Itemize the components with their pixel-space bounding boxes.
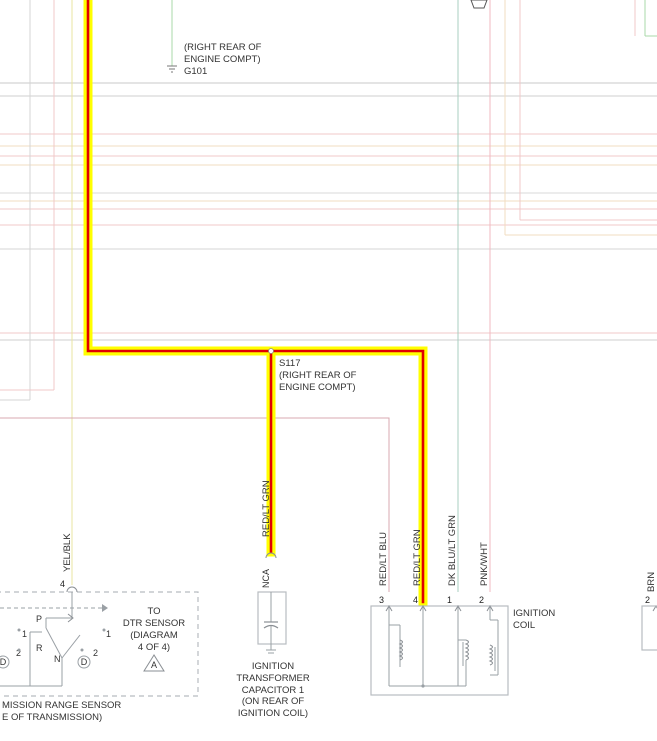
coil-winding-icon	[398, 639, 403, 661]
dtr-reference-line2: DTR SENSOR	[123, 618, 185, 629]
coil-winding-icon	[464, 639, 469, 661]
drive-circle-icon	[77, 655, 91, 669]
drive-circle-icon	[0, 655, 10, 669]
red-lt-grn-wire-main[interactable]	[86, 0, 425, 604]
capacitor-label-line3: CAPACITOR 1	[242, 685, 304, 696]
highlighted-circuit[interactable]	[83, 0, 428, 607]
coil-label-line1: IGNITION	[513, 608, 555, 619]
transmission-range-sensor[interactable]: 4 P R N 1 1 2 2 D D TO DTR SENS	[0, 579, 199, 723]
position-d-left: D	[0, 657, 7, 667]
number-1-right: 1	[106, 629, 111, 639]
position-p: P	[36, 614, 42, 624]
dtr-reference-line3: (DIAGRAM	[130, 630, 178, 641]
red-lt-blu-wire	[0, 417, 390, 592]
number-1-left: 1	[22, 629, 27, 639]
number-2-right: 2	[93, 648, 98, 658]
wire-label-pnk-wht: PNK/WHT	[479, 542, 490, 586]
ignition-coil[interactable]: 3 4 1 2 IGNITION COIL	[370, 595, 555, 696]
arrow-right-icon	[102, 604, 108, 612]
capacitor-label-line1: IGNITION	[252, 661, 294, 672]
position-d-right: D	[81, 657, 88, 667]
position-n: N	[54, 654, 61, 664]
capacitor-label-line2: TRANSFORMER	[236, 673, 310, 684]
ground-id: G101	[184, 66, 207, 77]
right-component-body	[641, 605, 657, 651]
wire-label-red-lt-blu: RED/LT BLU	[378, 532, 389, 586]
connector-icon	[470, 0, 488, 9]
wire-label-dk-blu-lt-grn: DK BLU/LT GRN	[447, 515, 458, 586]
dtr-reference-line4: 4 OF 4)	[138, 642, 170, 653]
splice-id: S117	[279, 358, 300, 369]
position-r: R	[36, 643, 43, 653]
highlight-main	[83, 0, 428, 607]
switch-contact-icon	[45, 627, 63, 659]
right-edge-component[interactable]: 2	[641, 595, 657, 651]
range-sensor-body	[0, 591, 199, 697]
coil-label-line2: COIL	[513, 620, 535, 631]
splice-s117: S117 (RIGHT REAR OF ENGINE COMPT)	[279, 358, 357, 393]
capacitor-pin-label: NCA	[261, 569, 271, 588]
connector-arc-icon	[265, 552, 277, 559]
wire-label-red-lt-grn-cap: RED/LT GRN	[261, 480, 272, 537]
splice-dot-icon	[268, 348, 274, 354]
coil-pin-3rd: 1	[447, 595, 452, 605]
background-wires	[0, 0, 657, 592]
reference-triangle-icon[interactable]	[143, 654, 165, 672]
ignition-coil-body	[370, 605, 509, 696]
ground-location-line1: (RIGHT REAR OF	[184, 42, 262, 53]
range-sensor-pin: 4	[60, 579, 65, 589]
coil-pin-4th: 2	[479, 595, 484, 605]
capacitor-label-line5: IGNITION COIL)	[238, 708, 308, 719]
arrow-up-icon	[652, 605, 657, 612]
wire-label-brn: BRN	[646, 572, 657, 592]
ground-g101: (RIGHT REAR OF ENGINE COMPT) G101	[167, 42, 262, 77]
ground-location-line2: ENGINE COMPT)	[184, 54, 261, 65]
range-sensor-label-line2: E OF TRANSMISSION)	[2, 712, 102, 723]
ignition-transformer-capacitor[interactable]: NCA IGNITION TRANSFORMER CAPACITOR 1 (ON…	[236, 552, 310, 719]
reference-triangle-letter: A	[151, 660, 157, 670]
range-sensor-label-line1: MISSION RANGE SENSOR	[2, 700, 121, 711]
dtr-reference-line1: TO	[147, 606, 160, 617]
capacitor-label-line4: (ON REAR OF	[242, 696, 304, 707]
coil-winding-icon	[488, 644, 493, 666]
right-component-pin: 2	[645, 595, 650, 605]
capacitor-body	[257, 591, 287, 645]
wire-label-red-lt-grn-coil: RED/LT GRN	[412, 529, 423, 586]
splice-location-line1: (RIGHT REAR OF	[279, 370, 357, 381]
coil-pin-1st: 3	[379, 595, 384, 605]
splice-location-line2: ENGINE COMPT)	[279, 382, 356, 393]
number-2-left: 2	[16, 648, 21, 658]
wire-label-yel-blk: YEL/BLK	[62, 533, 73, 572]
coil-pin-2nd: 4	[413, 595, 418, 605]
connector-arc-icon	[66, 586, 78, 593]
wire-labels: YEL/BLK RED/LT GRN RED/LT BLU RED/LT GRN…	[62, 480, 657, 592]
